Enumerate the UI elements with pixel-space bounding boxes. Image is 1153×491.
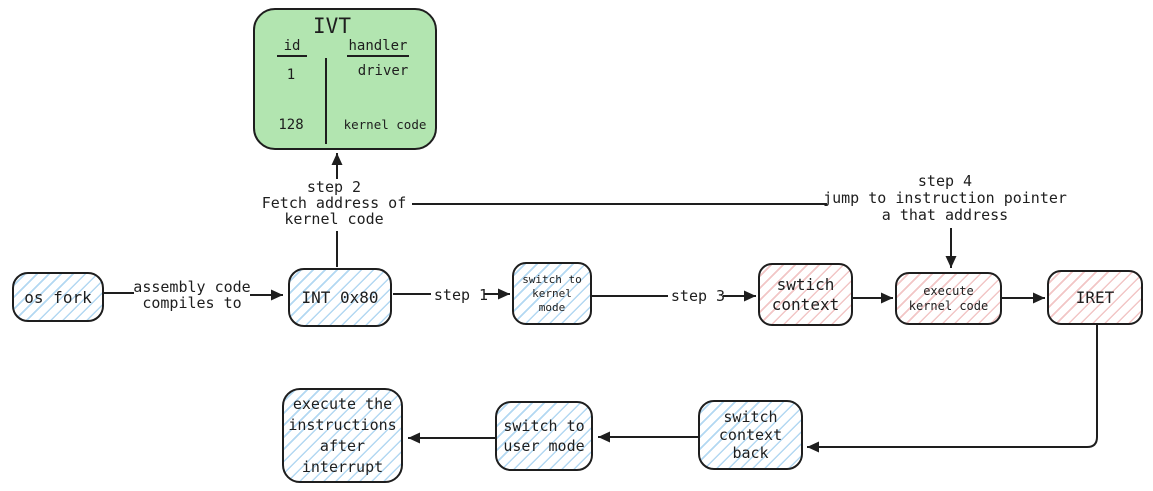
node-iret: IRET [1047,270,1143,325]
ivt-title: IVT [313,14,351,38]
node-switch-to-user-mode: switch to user mode [495,401,593,471]
node-execute-kernel-code: execute kernel code [895,272,1002,325]
node-switch-context: swtich context [758,263,853,326]
label-step-2-fetch-address: step 2 Fetch address of kernel code [261,178,407,228]
arrow-iret-to-contextback [807,325,1098,453]
ivt-column-divider [325,58,327,144]
ivt-cell-handler-kernel-code: kernel code [343,117,427,132]
label-step-3: step 3 [670,287,726,305]
ivt-cell-id-128: 128 [278,117,304,133]
ivt-cell-handler-driver: driver [357,63,409,79]
ivt-cell-id-1: 1 [286,67,296,83]
label-step-1: step 1 [433,286,489,304]
ivt-column-id: id [277,38,307,57]
node-os-fork: os fork [12,272,104,322]
label-step-4-jump-to-pointer: step 4 jump to instruction pointer a tha… [823,172,1067,224]
ivt-box: IVT id handler 1 driver 128 kernel code [253,8,437,150]
node-execute-instructions-after-interrupt: execute the instructions after interrupt [282,388,403,483]
node-int-0x80: INT 0x80 [288,268,392,327]
ivt-column-handler: handler [347,38,409,57]
node-switch-context-back: switch context back [698,400,803,470]
node-switch-to-kernel-mode: switch to kernel mode [512,262,592,325]
label-assembly-code-compiles-to: assembly code compiles to [133,278,251,312]
